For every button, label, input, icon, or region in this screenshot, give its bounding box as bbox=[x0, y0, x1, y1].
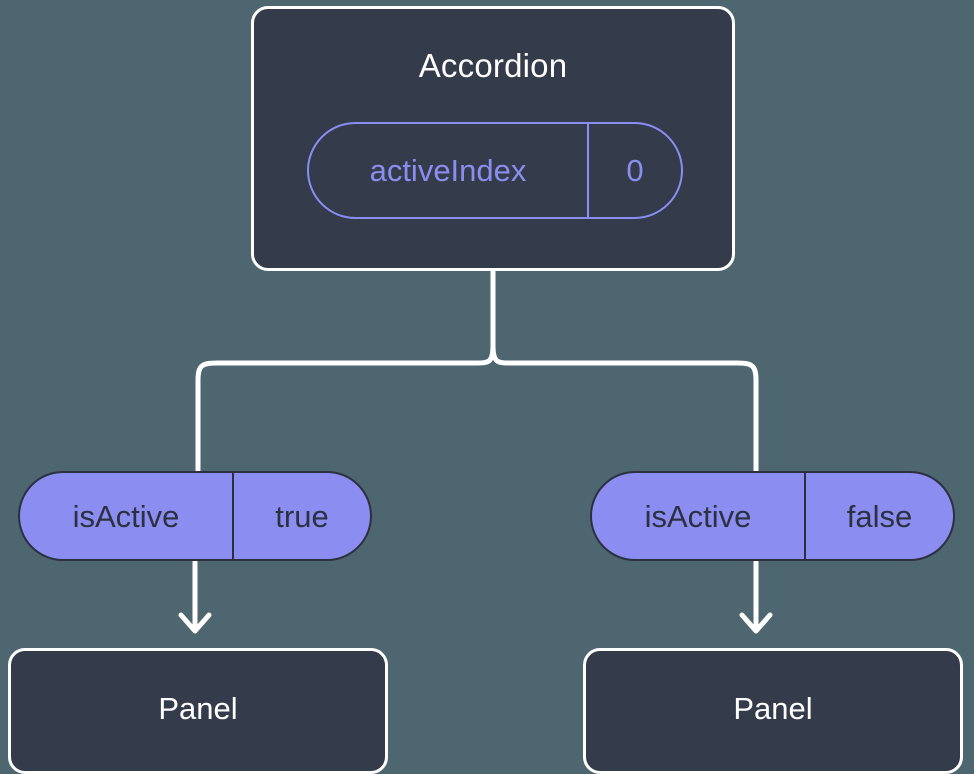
connector-right-branch bbox=[490, 342, 759, 474]
arrow-left-head-icon bbox=[178, 612, 212, 634]
state-badge-key: activeIndex bbox=[309, 124, 589, 217]
prop-pill-isactive-false[interactable]: isActive false bbox=[590, 471, 955, 561]
prop-pill-isactive-true[interactable]: isActive true bbox=[18, 471, 372, 561]
connector-left-branch bbox=[195, 342, 496, 474]
arrow-right-head-icon bbox=[739, 612, 773, 634]
node-accordion-title: Accordion bbox=[418, 47, 568, 84]
node-panel-right[interactable]: Panel bbox=[583, 648, 963, 774]
node-accordion[interactable]: Accordion bbox=[251, 6, 735, 271]
prop-pill-right-value: false bbox=[846, 498, 913, 534]
node-panel-left-title: Panel bbox=[158, 690, 238, 726]
node-panel-left[interactable]: Panel bbox=[8, 648, 388, 774]
prop-pill-left-key: isActive bbox=[20, 473, 234, 559]
node-panel-right-title: Panel bbox=[733, 690, 813, 726]
prop-pill-right-key: isActive bbox=[592, 473, 806, 559]
prop-pill-left-value: true bbox=[275, 498, 329, 534]
state-badge-activeindex[interactable]: activeIndex 0 bbox=[307, 122, 683, 219]
state-badge-value: 0 bbox=[626, 153, 644, 188]
